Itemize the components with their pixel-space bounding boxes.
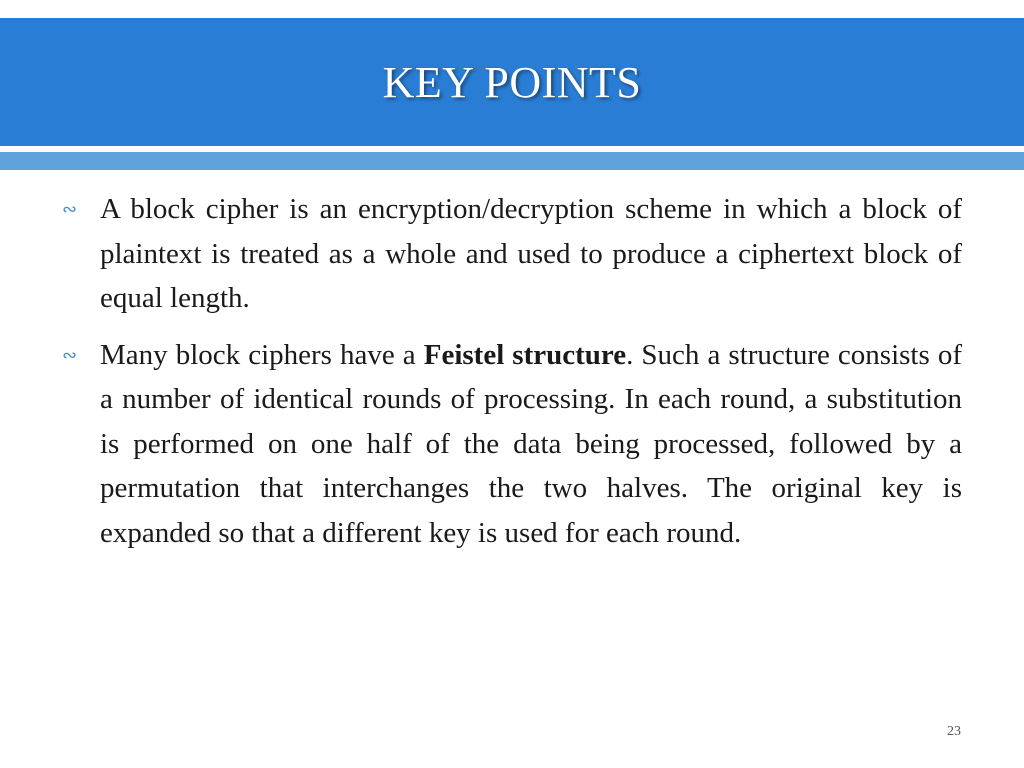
bullet-text: Many block ciphers have a Feistel struct… — [100, 339, 962, 549]
ornament-bullet-icon: ∾ — [62, 199, 78, 219]
bullet-2-bold-term: Feistel structure — [423, 338, 627, 371]
accent-band — [0, 152, 1024, 170]
bullet-text: A block cipher is an encryption/decrypti… — [100, 193, 962, 314]
slide-title: KEY POINTS — [382, 58, 642, 107]
bullet-item: ∾ A block cipher is an encryption/decryp… — [60, 187, 962, 321]
ornament-bullet-icon: ∾ — [62, 344, 78, 365]
page-number: 23 — [947, 724, 961, 739]
title-bar — [0, 18, 1024, 146]
bullet-2-text-before: Many block ciphers have a — [100, 338, 424, 371]
bullet-item: ∾ Many block ciphers have a Feistel stru… — [60, 333, 962, 556]
title-divider — [0, 146, 1024, 152]
slide-content: ∾ A block cipher is an encryption/decryp… — [60, 187, 962, 567]
bullet-1-text: A block cipher is an encryption/decrypti… — [100, 193, 962, 314]
bullet-2-text-after: . Such a structure consists of a number … — [100, 338, 962, 549]
